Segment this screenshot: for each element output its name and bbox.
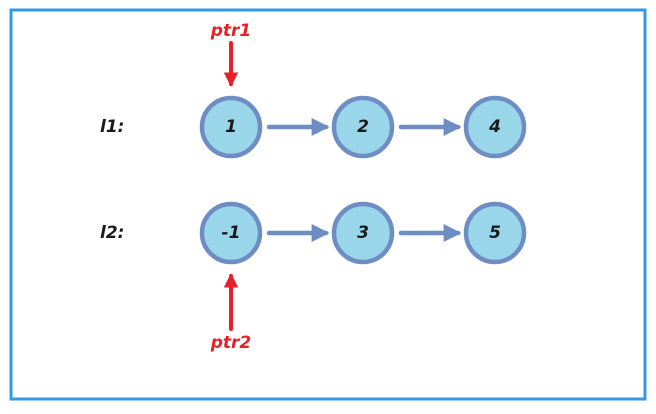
node-circle xyxy=(199,95,263,159)
node-circle xyxy=(331,201,395,265)
node-circle xyxy=(463,95,527,159)
pointer-ptr2: ptr2 xyxy=(210,273,252,353)
list-row: l2: -1 3 5 xyxy=(100,201,527,265)
list-node: 1 xyxy=(199,95,263,159)
node-value: 4 xyxy=(488,117,501,137)
node-circle xyxy=(463,201,527,265)
list-label: l1: xyxy=(100,117,124,137)
list-rows: l1: 1 2 4 l2: -1 3 5 xyxy=(100,95,527,265)
node-value: 1 xyxy=(225,117,237,137)
pointer-ptr1: ptr1 xyxy=(210,21,252,87)
pointer-annotations: ptr1 ptr2 xyxy=(210,21,252,353)
pointer-label: ptr1 xyxy=(210,21,252,41)
node-value: 2 xyxy=(357,117,369,137)
node-value: 5 xyxy=(489,223,501,243)
node-value: 3 xyxy=(357,223,369,243)
list-node: 5 xyxy=(463,201,527,265)
list-row: l1: 1 2 4 xyxy=(100,95,527,159)
list-node: 4 xyxy=(463,95,527,159)
node-value: -1 xyxy=(222,223,241,243)
diagram-frame xyxy=(9,8,647,401)
node-circle xyxy=(331,95,395,159)
pointer-label: ptr2 xyxy=(210,333,252,353)
list-node: 3 xyxy=(331,201,395,265)
list-node: 2 xyxy=(331,95,395,159)
node-circle xyxy=(199,201,263,265)
list-label: l2: xyxy=(100,223,124,243)
list-node: -1 xyxy=(199,201,263,265)
